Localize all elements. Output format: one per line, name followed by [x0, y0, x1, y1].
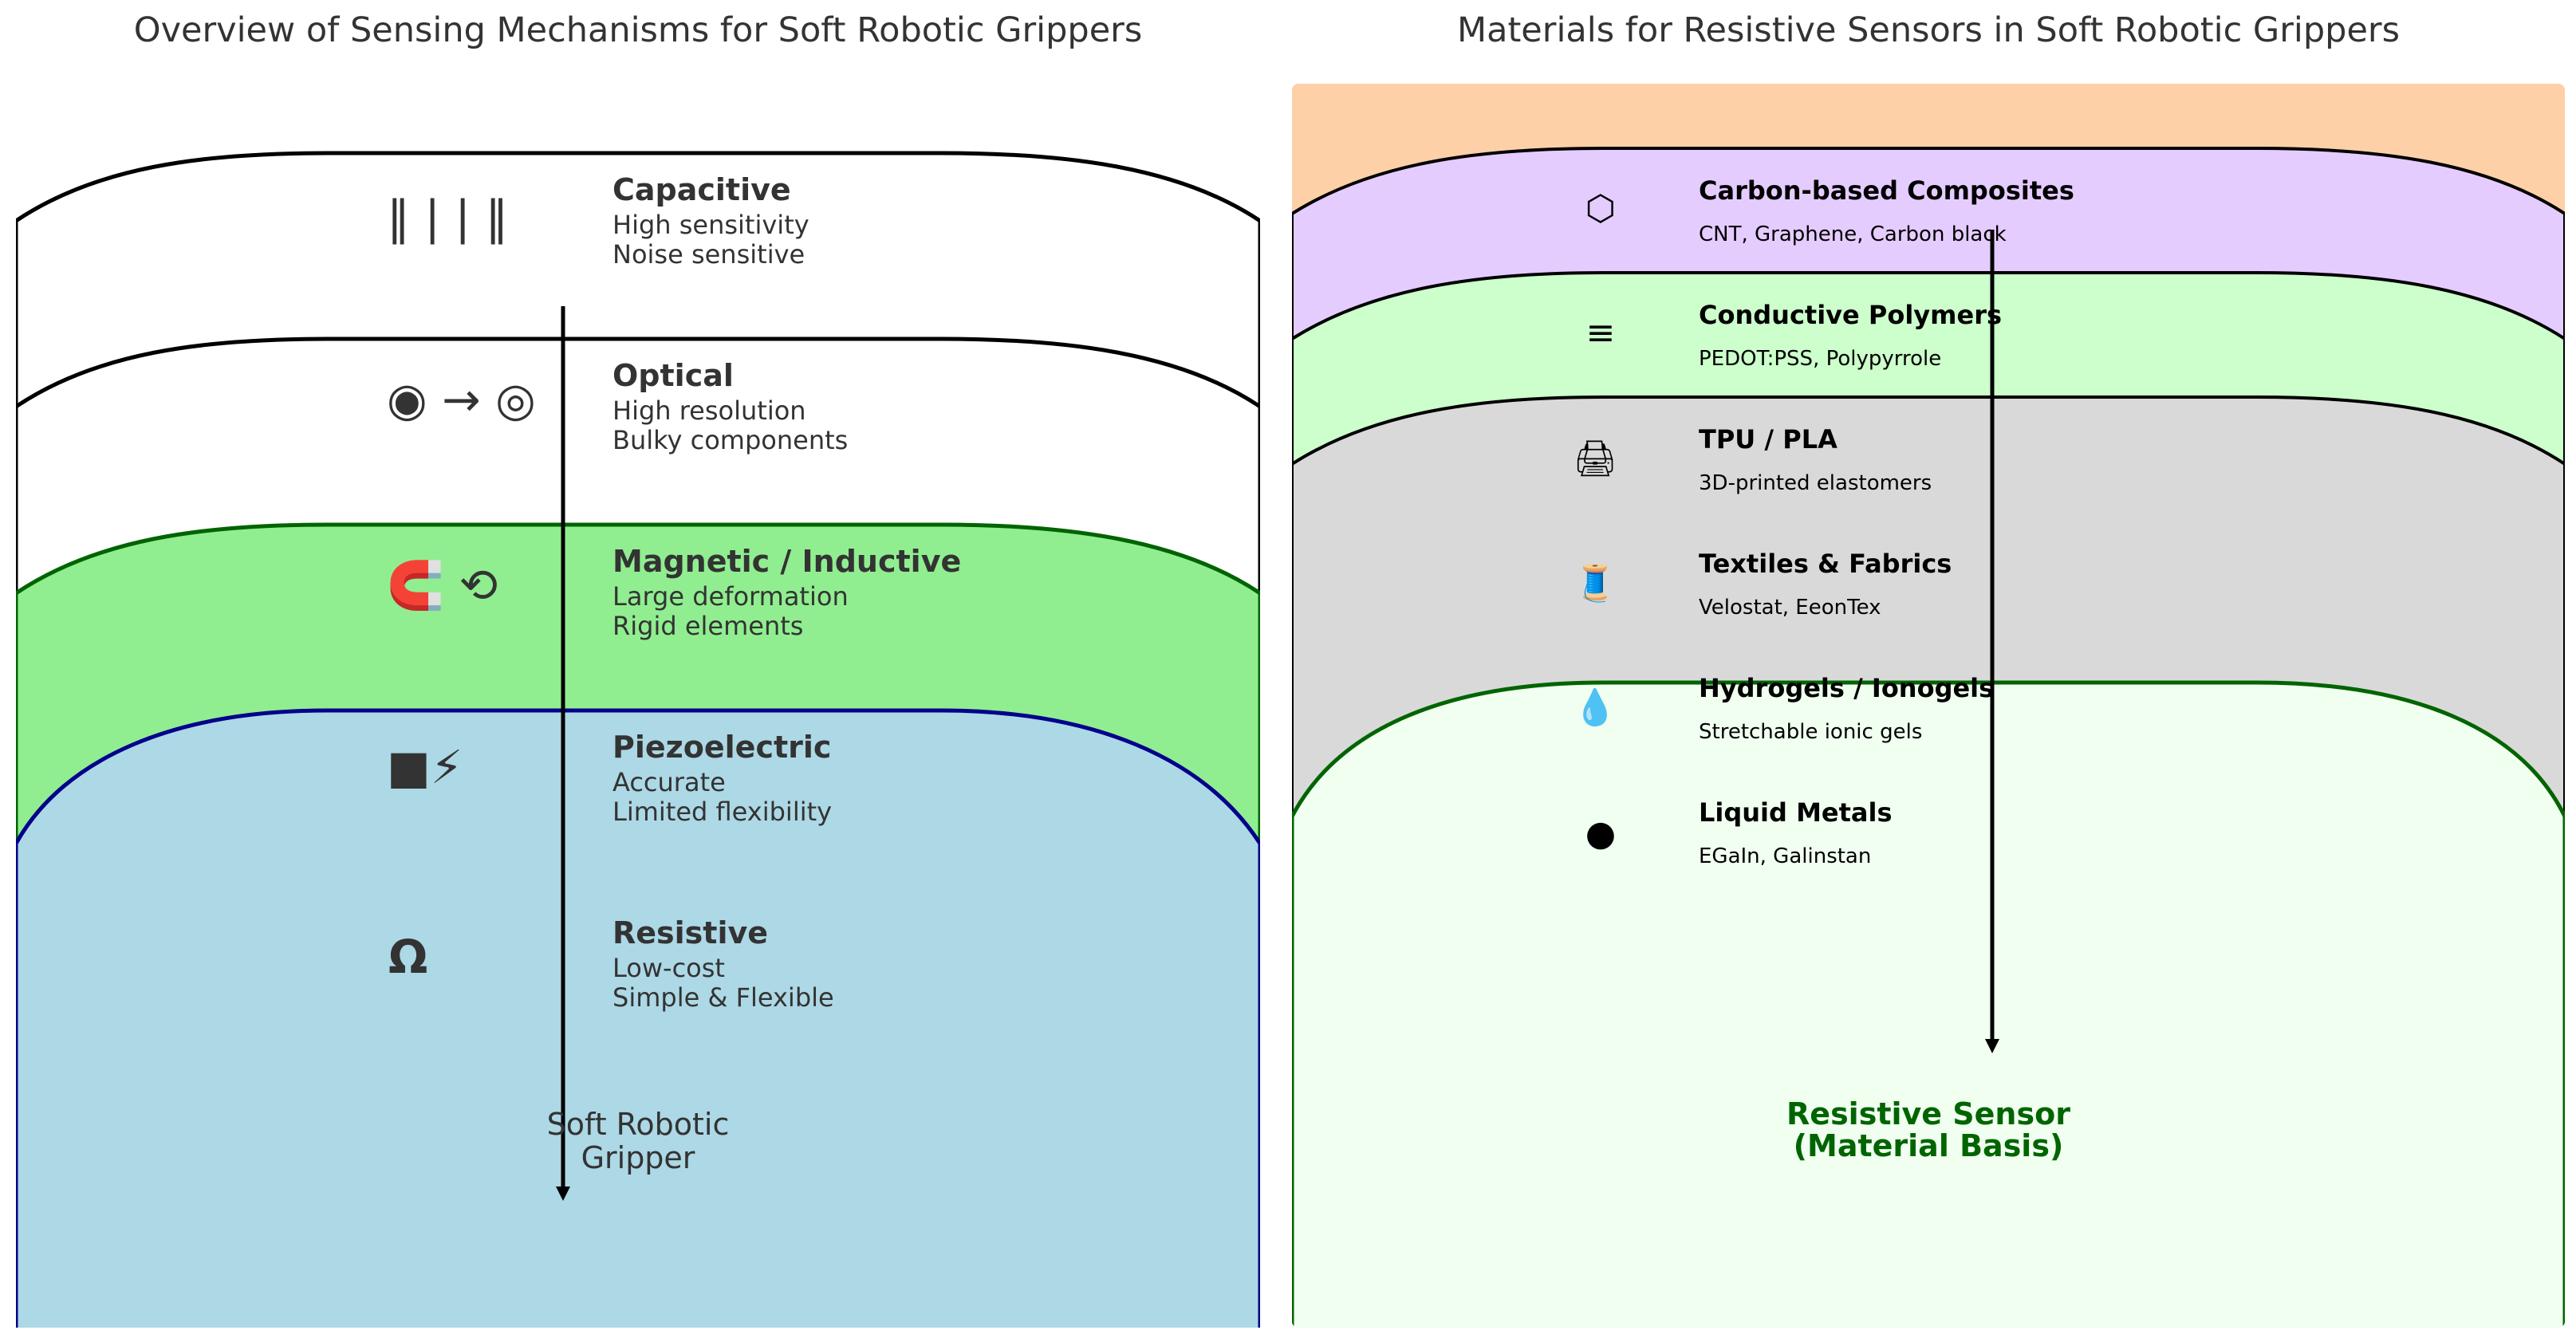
right-arrow: [1985, 230, 1999, 1053]
material-name: Hydrogels / Ionogels: [1699, 673, 1994, 703]
material-row-textiles: 🧵 Textiles & Fabrics Velostat, EeonTex: [1574, 549, 1952, 620]
material-desc: Velostat, EeonTex: [1699, 596, 1881, 620]
material-row-tpu: 🖨 TPU / PLA 3D-printed elastomers: [1573, 424, 1932, 495]
material-name: Carbon-based Composites: [1699, 175, 2074, 206]
gripper-label-line1: Soft Robotic: [547, 1107, 730, 1142]
base-layer: [1292, 680, 2565, 1328]
material-name: Liquid Metals: [1699, 797, 1893, 828]
mechanism-desc: Bulky components: [612, 425, 848, 455]
mechanism-desc: High resolution: [612, 395, 806, 426]
mechanism-desc: High sensitivity: [612, 210, 809, 240]
resistive-sensor-label-line1: Resistive Sensor: [1786, 1096, 2070, 1131]
droplet-icon: 💧: [1574, 687, 1617, 728]
material-desc: Stretchable ionic gels: [1699, 720, 1922, 744]
magnet-icon: 🧲 ⟲: [387, 558, 498, 612]
left-arrow: [556, 306, 570, 1201]
left-panel: Overview of Sensing Mechanisms for Soft …: [16, 10, 1260, 1328]
mechanism-name: Magnetic / Inductive: [612, 544, 961, 579]
right-panel: Materials for Resistive Sensors in Soft …: [1292, 10, 2565, 1328]
mechanism-row-piezoelectric: ■⚡ Piezoelectric Accurate Limited flexib…: [387, 730, 832, 827]
left-panel-title: Overview of Sensing Mechanisms for Soft …: [134, 10, 1143, 50]
gripper-label-line2: Gripper: [581, 1140, 695, 1175]
resistive-sensor-label-line2: (Material Basis): [1794, 1128, 2064, 1163]
mechanism-row-resistive: Ω Resistive Low-cost Simple & Flexible: [388, 915, 834, 1013]
mechanism-desc: Large deformation: [612, 581, 849, 612]
material-name: Textiles & Fabrics: [1699, 549, 1952, 579]
material-row-polymers: ≡ Conductive Polymers PEDOT:PSS, Polypyr…: [1586, 300, 2002, 371]
material-name: TPU / PLA: [1699, 424, 1837, 455]
piezo-crystal-icon: ■⚡: [387, 740, 463, 794]
material-row-carbon: ⬡ Carbon-based Composites CNT, Graphene,…: [1585, 175, 2074, 246]
mechanism-name: Resistive: [612, 915, 768, 950]
mechanism-name: Capacitive: [612, 172, 791, 207]
ohm-icon: Ω: [388, 930, 427, 984]
mechanism-desc: Simple & Flexible: [612, 982, 834, 1013]
polymer-lines-icon: ≡: [1586, 313, 1616, 353]
optical-light-icon: ◉ → ◎: [387, 372, 536, 427]
material-name: Conductive Polymers: [1699, 300, 2002, 330]
mechanism-row-magnetic: 🧲 ⟲ Magnetic / Inductive Large deformati…: [387, 544, 961, 641]
mechanism-row-optical: ◉ → ◎ Optical High resolution Bulky comp…: [387, 358, 848, 455]
material-desc: EGaIn, Galinstan: [1699, 844, 1871, 868]
material-desc: 3D-printed elastomers: [1699, 471, 1932, 495]
mechanism-desc: Limited flexibility: [612, 797, 832, 827]
mechanism-name: Piezoelectric: [612, 730, 831, 765]
piezoelectric-layer: [16, 708, 1260, 1328]
mechanism-layers: [16, 151, 1260, 1328]
mechanism-desc: Low-cost: [612, 953, 725, 983]
mechanism-row-capacitive: ‖ | | ‖ Capacitive High sensitivity Nois…: [387, 172, 809, 270]
thread-icon: 🧵: [1574, 563, 1617, 604]
hexagon-icon: ⬡: [1585, 188, 1616, 229]
mechanism-desc: Accurate: [612, 767, 726, 797]
mechanism-name: Optical: [612, 358, 734, 393]
material-row-liquid-metals: ● Liquid Metals EGaIn, Galinstan: [1585, 797, 1893, 868]
capacitive-plates-icon: ‖ | | ‖: [387, 191, 508, 245]
metal-dot-icon: ●: [1585, 813, 1616, 854]
printer-icon: 🖨: [1573, 439, 1617, 479]
material-row-hydrogels: 💧 Hydrogels / Ionogels Stretchable ionic…: [1574, 673, 1995, 744]
mechanism-desc: Noise sensitive: [612, 239, 805, 270]
mechanism-desc: Rigid elements: [612, 611, 803, 641]
material-layers: [1292, 84, 2565, 1328]
material-desc: PEDOT:PSS, Polypyrrole: [1699, 347, 1941, 371]
right-panel-title: Materials for Resistive Sensors in Soft …: [1457, 10, 2400, 50]
material-desc: CNT, Graphene, Carbon black: [1699, 222, 2007, 246]
